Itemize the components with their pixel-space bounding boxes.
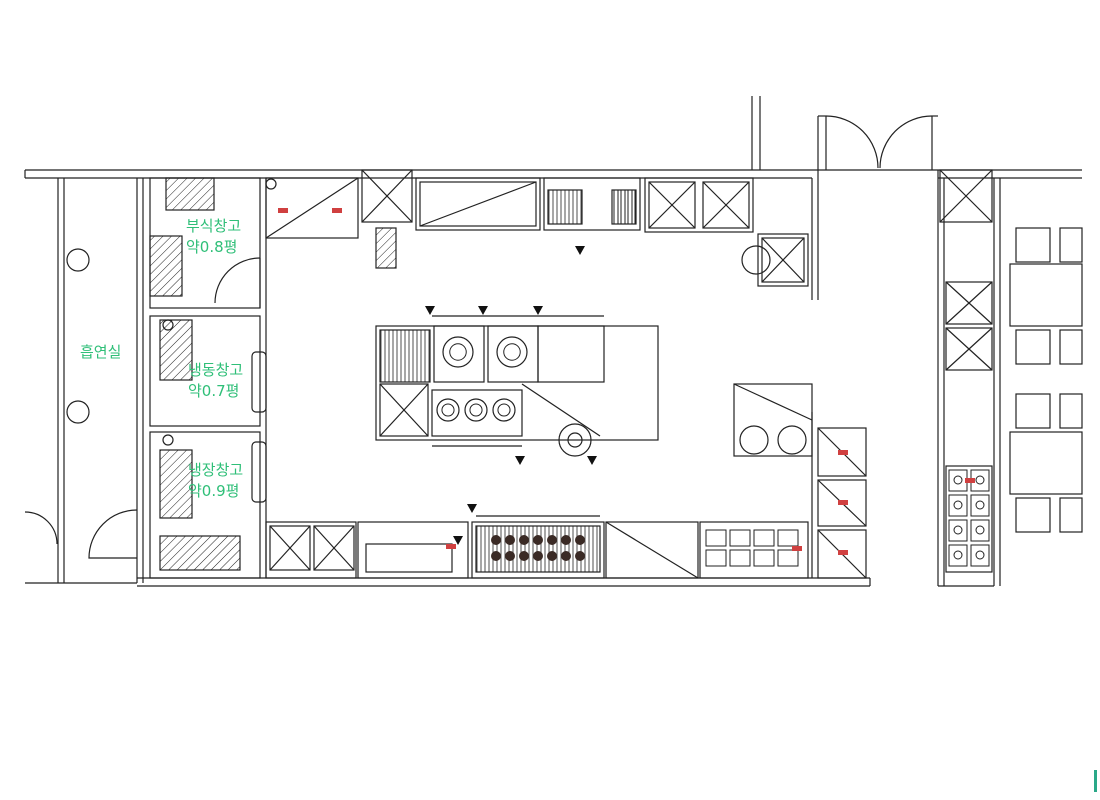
burner-icon [436,398,460,422]
valve-accent [838,450,848,455]
burner-icon [975,525,985,535]
stair-hatch-icon [159,449,193,519]
triangle-marker-icon [425,306,435,315]
burner-icon [575,551,585,561]
range-cell [705,529,727,547]
stair-hatch-icon [159,319,193,381]
bottom-equipment [265,515,809,579]
range-cell [777,549,799,567]
stair-hatch-icon [159,535,241,571]
storage-room-area: 약0.8평 [186,238,238,256]
burner-icon [533,551,543,561]
pipe-room-label: 흡연실 [80,343,122,361]
range-cell [729,549,751,567]
valve-accent [838,550,848,555]
burner-group [436,336,990,567]
range-cell [970,494,990,517]
triangle-marker-icon [478,306,488,315]
triangle-marker-icon [587,456,597,465]
triangle-marker-icon [533,306,543,315]
valve-accent [278,208,288,213]
duct-circle [66,248,90,272]
range-cell [753,529,775,547]
burner-icon [503,343,521,361]
cooler-room-area: 약0.9평 [188,482,240,500]
triangle-marker-group [425,246,597,545]
triangle-marker-icon [575,246,585,255]
burner-icon [975,550,985,560]
burner-icon [953,475,963,485]
burner-icon [491,551,501,561]
burner-icon [575,535,585,545]
edge-mark [1094,770,1097,792]
door-swing-icon [24,115,933,559]
burner-icon [464,398,488,422]
burner-icon [519,551,529,561]
cooler-room-label: 냉장창고 약0.9평 [188,460,243,502]
valve-accent-group [278,208,975,555]
duct-circle [66,400,90,424]
burner-icon [469,403,483,417]
triangle-marker-icon [467,504,477,513]
center-island [375,315,659,457]
range-cell [948,519,968,542]
burner-icon [953,525,963,535]
sink-icon [777,425,807,455]
burner-icon [561,535,571,545]
burner-icon [505,551,515,561]
burner-icon [505,535,515,545]
freezer-room-area: 약0.7평 [188,382,240,400]
burner-icon [491,535,501,545]
valve-accent [838,500,848,505]
burner-icon [547,551,557,561]
range-cell [970,544,990,567]
valve-accent [446,544,456,549]
burner-icon [442,336,474,368]
storage-room-label: 부식창고 약0.8평 [186,216,241,258]
freezer-room-label: 냉동창고 약0.7평 [188,360,243,402]
stair-hatch-icon [149,235,183,297]
range-cell [729,529,751,547]
triangle-marker-icon [515,456,525,465]
triangle-marker-icon [453,536,463,545]
burner-icon [449,343,467,361]
storage-rooms [149,177,267,579]
valve-accent [792,546,802,551]
burner-icon [519,535,529,545]
burner-icon [547,535,557,545]
freezer-room-name: 냉동창고 [188,361,244,379]
burner-icon [441,403,455,417]
range-cell [705,549,727,567]
burner-icon [975,500,985,510]
top-equipment [265,169,993,287]
valve-accent [965,478,975,483]
range-cell [948,494,968,517]
burner-icon [953,500,963,510]
burner-icon [561,551,571,561]
cooler-room-name: 냉장창고 [188,461,244,479]
range-cell [753,549,775,567]
sink-icon [739,425,769,455]
burner-icon [975,475,985,485]
range-cell [777,529,799,547]
burner-icon [533,535,543,545]
burner-icon [492,398,516,422]
storage-room-name: 부식창고 [186,217,242,235]
range-cell [948,544,968,567]
dining-tables [945,227,1083,573]
stair-hatch-icon [165,177,215,211]
burner-icon [497,403,511,417]
valve-accent [332,208,342,213]
range-cell [970,519,990,542]
range-cell [948,469,968,492]
burner-icon [953,550,963,560]
burner-icon [496,336,528,368]
